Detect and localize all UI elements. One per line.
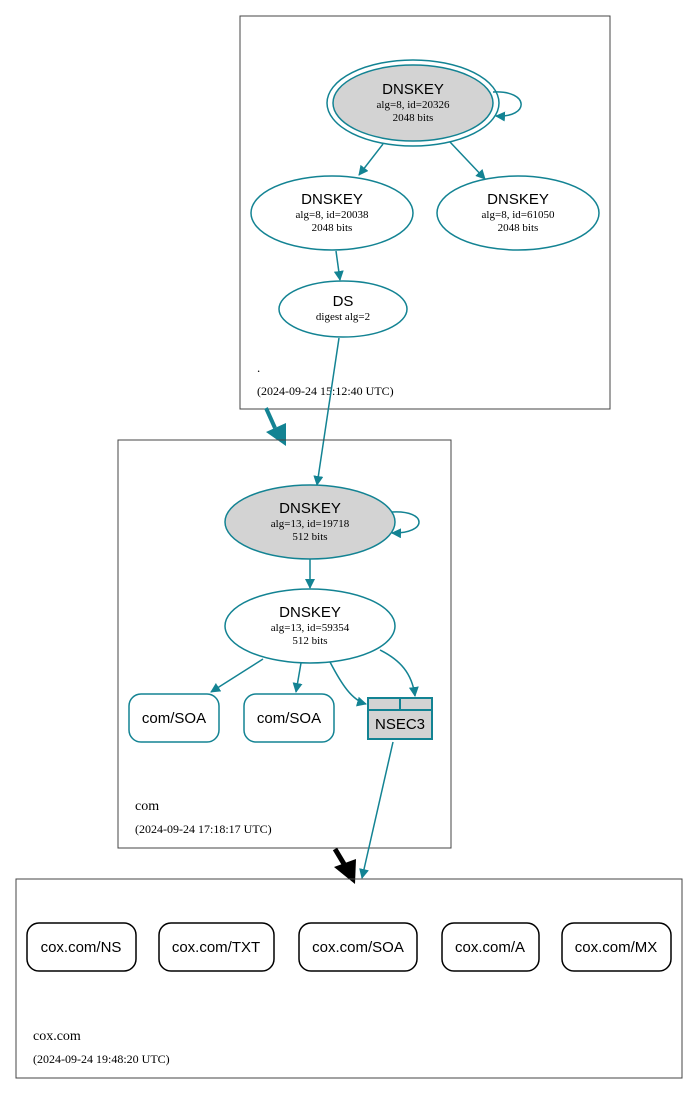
com-soa-1-shape [128, 693, 220, 743]
cox-soa-label: cox.com/SOA [312, 939, 404, 956]
cox-mx-node: cox.com/MX [561, 922, 672, 972]
edge-com-zsk-to-soa2 [292, 662, 303, 693]
zone-com-border [117, 439, 452, 849]
edge-root-ksk-to-zsk1 [358, 143, 384, 176]
cox-mx-shape [561, 922, 672, 972]
edge-com-zsk-to-nsec3-a [329, 661, 367, 707]
edge-com-nsec3-to-cox [359, 741, 394, 879]
com-nsec3-label: NSEC3 [375, 716, 425, 733]
cox-txt-shape [158, 922, 275, 972]
zone-root-name: . [257, 360, 260, 375]
root-zsk1-alg: alg=8, id=20038 [296, 209, 369, 221]
cox-ns-node: cox.com/NS [26, 922, 137, 972]
cox-ns-shape [26, 922, 137, 972]
root-zsk1-bits: 2048 bits [312, 222, 353, 234]
cox-a-shape [441, 922, 540, 972]
cox-soa-node: cox.com/SOA [298, 922, 418, 972]
edge-root-ksk-to-zsk2 [449, 141, 486, 180]
root-ksk-self-edge [492, 91, 522, 122]
cox-a-label: cox.com/A [455, 939, 525, 956]
root-ksk-bits: 2048 bits [393, 112, 434, 124]
delegation-com-cox-head [334, 859, 356, 884]
com-ksk-alg: alg=13, id=19718 [271, 518, 350, 530]
zone-root: DNSKEY alg=8, id=20326 2048 bits DNSKEY … [239, 15, 611, 410]
delegation-root-com-shaft [264, 407, 277, 429]
com-zsk-alg: alg=13, id=59354 [271, 622, 350, 634]
cox-soa-shape [298, 922, 418, 972]
com-zsk-bits: 512 bits [292, 635, 327, 647]
edge-root-zsk1-to-ds [333, 250, 344, 281]
zone-com-timestamp: (2024-09-24 17:18:17 UTC) [135, 822, 272, 836]
root-zsk2-title: DNSKEY [487, 191, 549, 208]
com-ksk-title: DNSKEY [279, 500, 341, 517]
zone-root-border [239, 15, 611, 410]
root-zsk2-bits: 2048 bits [498, 222, 539, 234]
zone-com: DNSKEY alg=13, id=19718 512 bits DNSKEY … [117, 439, 452, 849]
com-soa-2-label: com/SOA [257, 710, 321, 727]
root-zsk2-node: DNSKEY alg=8, id=61050 2048 bits [436, 175, 600, 251]
zone-cox-border [15, 878, 683, 1079]
delegation-com-cox-shaft [332, 847, 347, 866]
com-nsec3-node: NSEC3 [367, 697, 433, 740]
zone-cox-name: cox.com [33, 1029, 81, 1044]
cox-txt-node: cox.com/TXT [158, 922, 275, 972]
cox-ns-label: cox.com/NS [41, 939, 122, 956]
zone-cox-timestamp: (2024-09-24 19:48:20 UTC) [33, 1052, 170, 1066]
com-zsk-node: DNSKEY alg=13, id=59354 512 bits [224, 588, 396, 664]
com-ksk-node: DNSKEY alg=13, id=19718 512 bits [224, 484, 420, 560]
com-soa-1-label: com/SOA [142, 710, 206, 727]
com-soa-1-node: com/SOA [128, 693, 220, 743]
root-ksk-outer-ring [326, 59, 500, 147]
root-zsk1-title: DNSKEY [301, 191, 363, 208]
zone-cox: cox.com/NS cox.com/TXT cox.com/SOA cox.c… [15, 878, 683, 1079]
com-zsk-title: DNSKEY [279, 604, 341, 621]
root-zsk1-node: DNSKEY alg=8, id=20038 2048 bits [250, 175, 414, 251]
root-ksk-shape [332, 64, 494, 142]
cox-txt-label: cox.com/TXT [172, 939, 260, 956]
edge-root-ds-to-com-ksk [313, 337, 340, 486]
root-zsk1-shape [250, 175, 414, 251]
delegation-com-to-cox [332, 847, 356, 884]
cox-mx-label: cox.com/MX [575, 939, 658, 956]
zone-root-timestamp: (2024-09-24 15:12:40 UTC) [257, 384, 394, 398]
com-soa-2-shape [243, 693, 335, 743]
cox-a-node: cox.com/A [441, 922, 540, 972]
root-ds-title: DS [333, 293, 354, 310]
root-zsk2-shape [436, 175, 600, 251]
root-ksk-alg: alg=8, id=20326 [377, 99, 450, 111]
root-ksk-node: DNSKEY alg=8, id=20326 2048 bits [326, 59, 522, 147]
com-ksk-self-edge [391, 511, 420, 539]
root-ksk-title: DNSKEY [382, 81, 444, 98]
root-zsk2-alg: alg=8, id=61050 [482, 209, 555, 221]
zone-com-name: com [135, 799, 159, 814]
edge-com-zsk-to-nsec3-b [379, 649, 419, 697]
root-ds-digest: digest alg=2 [316, 311, 370, 323]
root-ds-node: DS digest alg=2 [278, 280, 408, 338]
com-soa-2-node: com/SOA [243, 693, 335, 743]
root-ds-shape [278, 280, 408, 338]
com-ksk-bits: 512 bits [292, 531, 327, 543]
edge-com-zsk-to-soa1 [210, 658, 264, 693]
com-zsk-shape [224, 588, 396, 664]
